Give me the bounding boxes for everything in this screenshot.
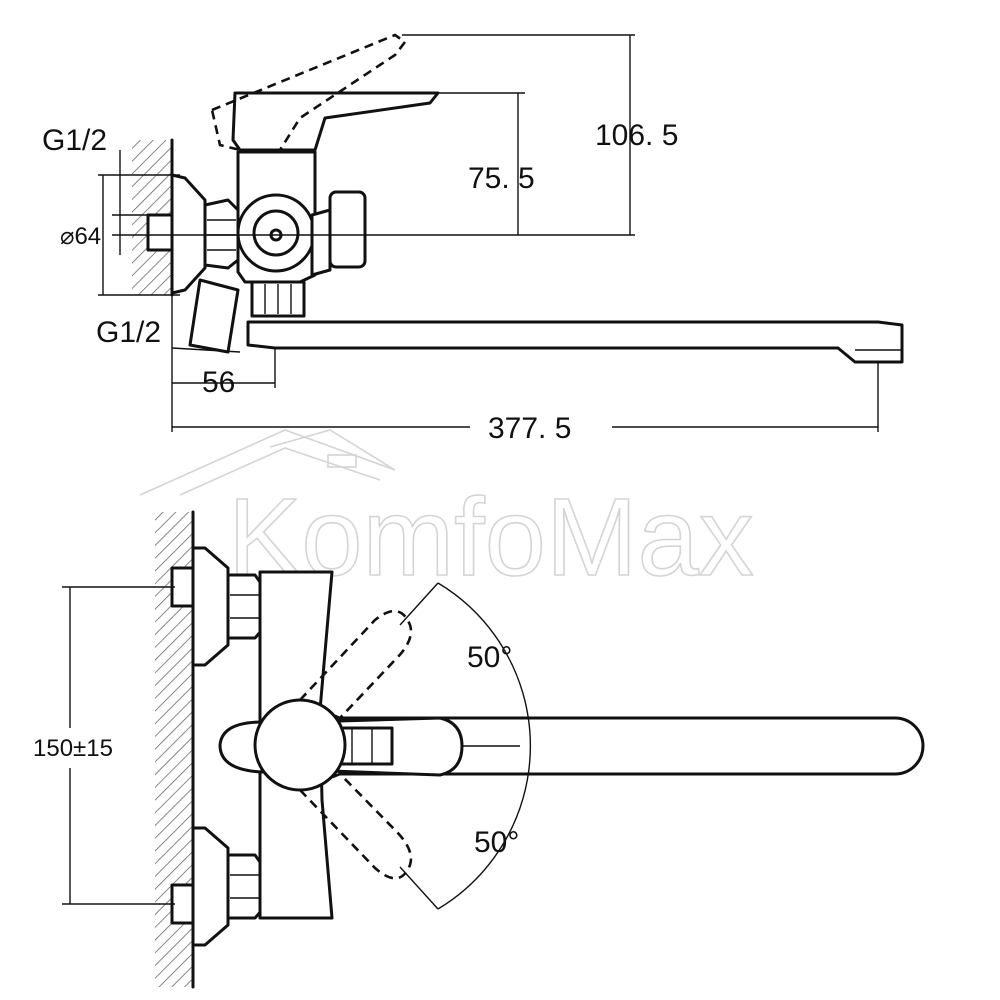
- lower-stub: [170, 883, 195, 925]
- lower-flange: [191, 826, 230, 947]
- dim-thread-bottom: G1/2: [96, 316, 161, 349]
- wall-flange: [170, 173, 207, 295]
- watermark-roof-icon: [139, 429, 396, 496]
- angle-down-label: 50°: [474, 826, 519, 859]
- dim-height-handle: 106. 5: [595, 119, 678, 152]
- front-view: 50° 50° 150±15: [33, 510, 925, 989]
- dim-thread-bottom-line: [171, 347, 241, 353]
- upper-flange: [191, 546, 230, 667]
- side-knob: [310, 208, 332, 277]
- body-cap: [252, 209, 300, 257]
- angle-up-label: 50°: [467, 641, 512, 674]
- dim-spacing: 150±15: [33, 735, 113, 762]
- top-view: 106. 5 75. 5 G1/2 ⌀64 G1/2 56 377. 5: [42, 33, 904, 445]
- side-knob-cap: [328, 190, 367, 269]
- inlet-stub: [146, 213, 174, 252]
- lower-hex-nut: [226, 853, 264, 920]
- front-handle-insert: [338, 726, 394, 766]
- front-handle-hub: [253, 698, 347, 792]
- dim-thread-top: G1/2: [42, 124, 107, 157]
- upper-hex-nut: [226, 573, 264, 640]
- dim-offset: 56: [202, 366, 235, 399]
- angle-ray-down: [399, 866, 439, 910]
- diverter: [188, 278, 240, 354]
- dim-total-length: 377. 5: [488, 412, 571, 445]
- handle: [231, 91, 440, 152]
- upper-stub: [170, 566, 195, 608]
- watermark-window-icon: [327, 454, 357, 468]
- handle-up-dashed: [297, 609, 413, 720]
- front-spout: [338, 716, 925, 776]
- dim-diameter: ⌀64: [60, 223, 101, 250]
- angle-arc: [437, 582, 531, 910]
- dim-height-outlet: 75. 5: [468, 162, 535, 195]
- spout: [246, 320, 904, 364]
- handle-down-dashed: [297, 772, 413, 880]
- handle-raised-dashed: [210, 33, 407, 152]
- hex-nut: [203, 198, 240, 270]
- front-handle-tail: [218, 720, 264, 774]
- angle-ray-up: [399, 582, 439, 626]
